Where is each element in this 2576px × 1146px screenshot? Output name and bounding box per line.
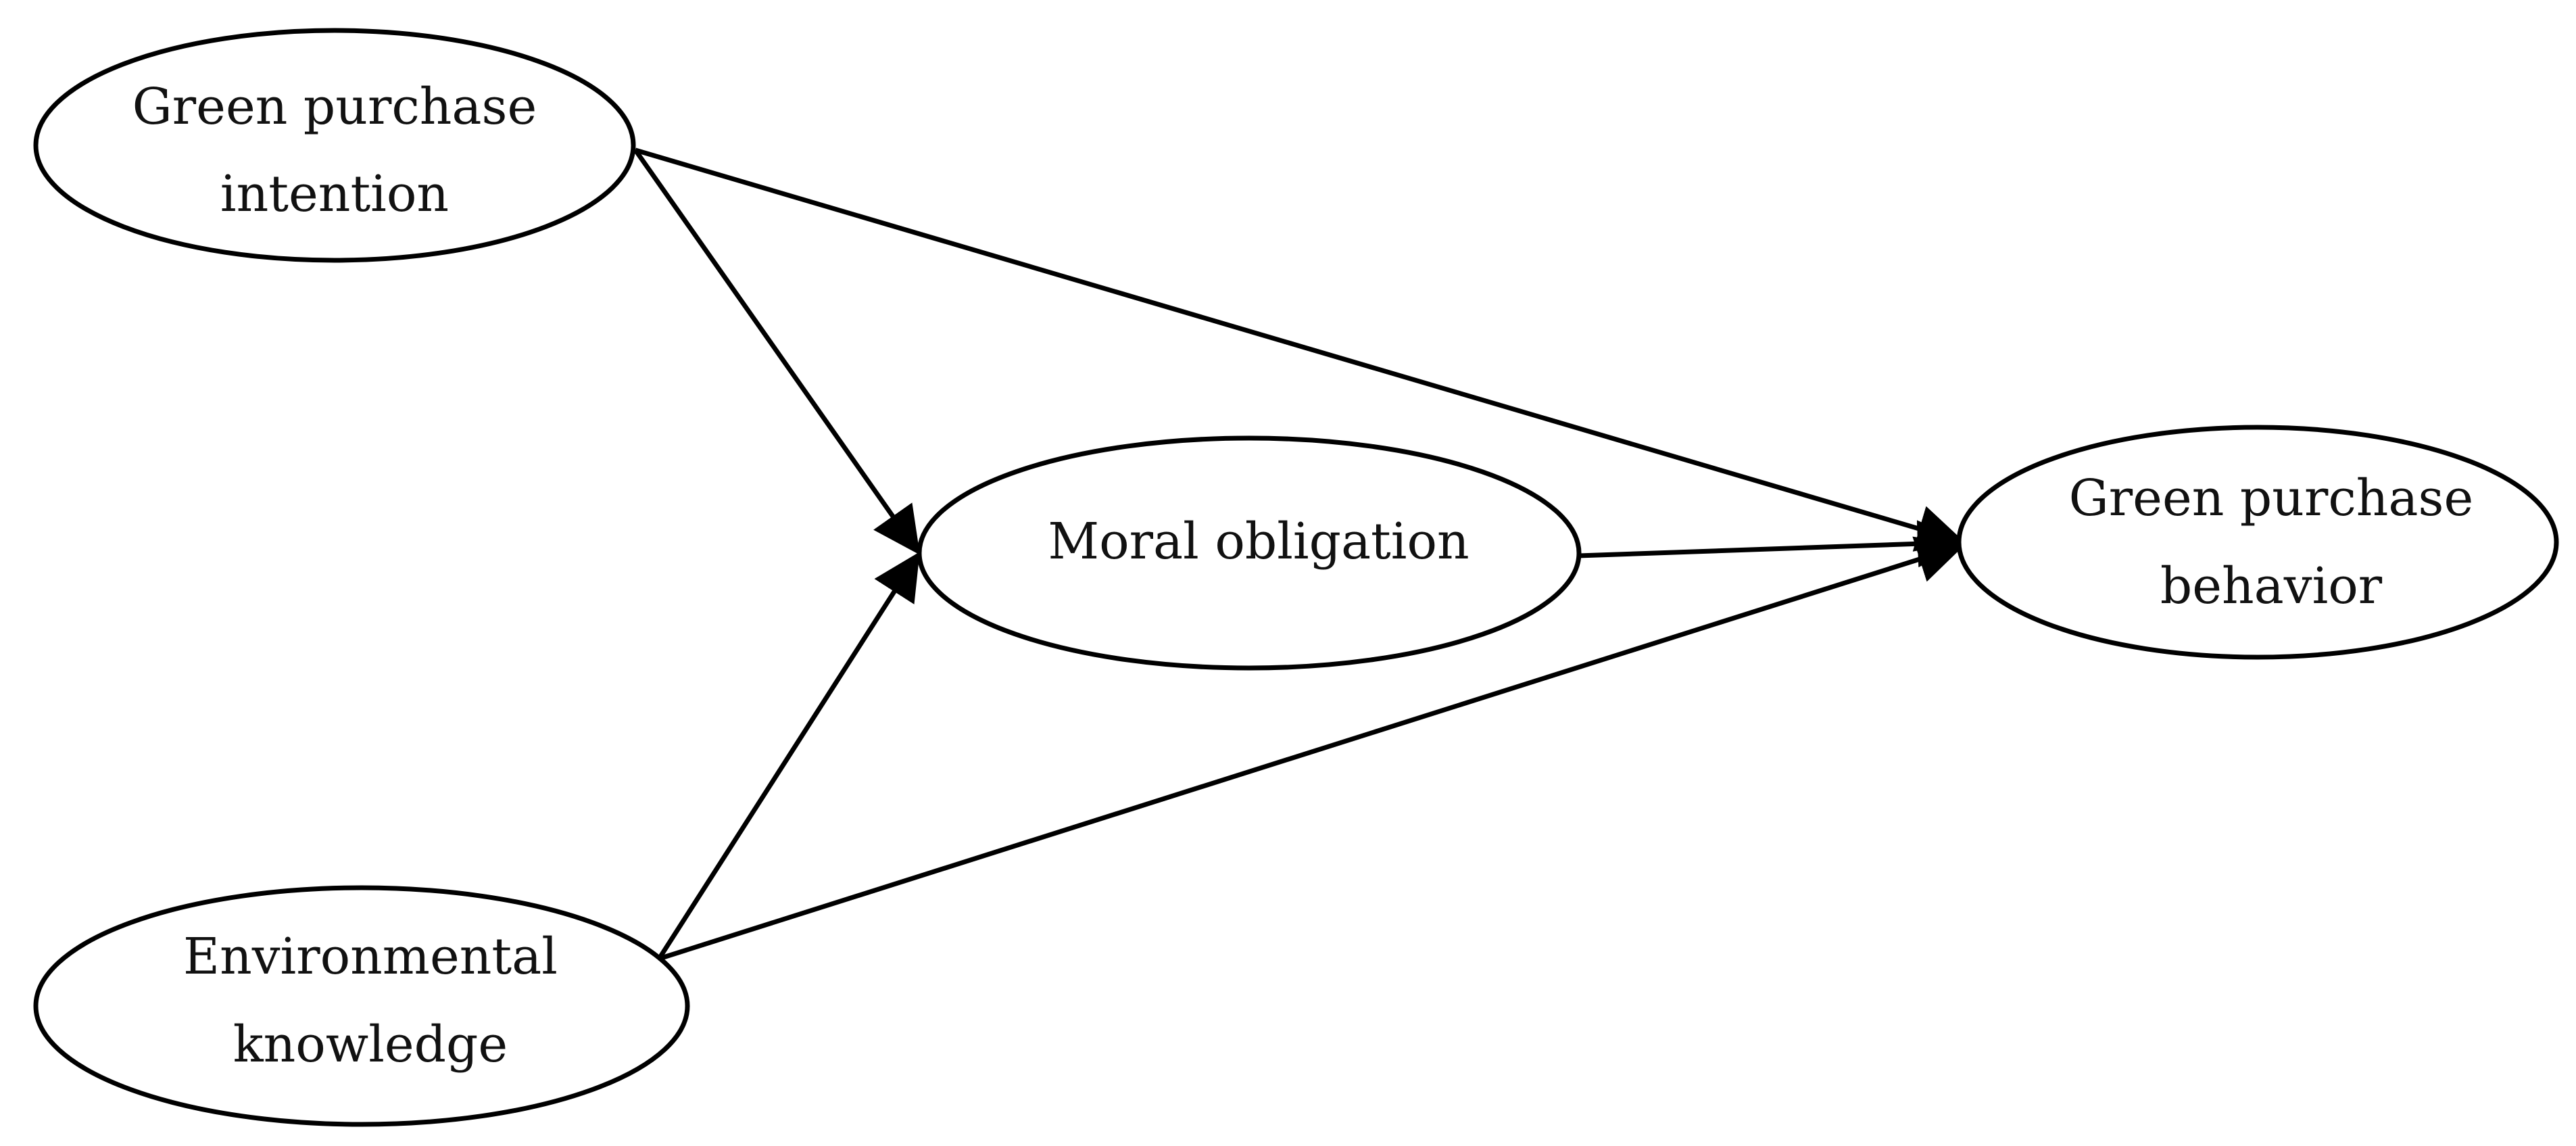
- node-environmental-knowledge: Environmental knowledge: [33, 885, 690, 1127]
- node-environmental-knowledge-line1: Environmental: [183, 928, 558, 986]
- node-green-purchase-intention-ellipse: [33, 28, 636, 263]
- node-moral-obligation: Moral obligation: [917, 435, 1582, 671]
- node-environmental-knowledge-line2: knowledge: [233, 1016, 508, 1074]
- edge-intention-to-moral-obligation: [633, 148, 921, 555]
- node-green-purchase-behavior: Green purchase behavior: [1956, 425, 2559, 660]
- node-green-purchase-behavior-line1: Green purchase: [2069, 469, 2474, 527]
- node-green-purchase-intention: Green purchase intention: [33, 28, 636, 263]
- node-green-purchase-behavior-line2: behavior: [2160, 557, 2383, 615]
- node-moral-obligation-ellipse: [917, 435, 1582, 671]
- node-green-purchase-intention-line1: Green purchase: [132, 78, 537, 136]
- edge-knowledge-to-moral-obligation: [657, 552, 920, 960]
- edge-moral-obligation-to-behavior: [1578, 520, 1965, 568]
- edge-knowledge-to-behavior: [658, 536, 1965, 961]
- edge-intention-to-behavior: [635, 147, 1965, 552]
- node-environmental-knowledge-ellipse: [33, 885, 690, 1127]
- node-green-purchase-behavior-ellipse: [1956, 425, 2559, 660]
- node-green-purchase-intention-line2: intention: [220, 165, 449, 223]
- node-moral-obligation-label: Moral obligation: [1048, 512, 1469, 571]
